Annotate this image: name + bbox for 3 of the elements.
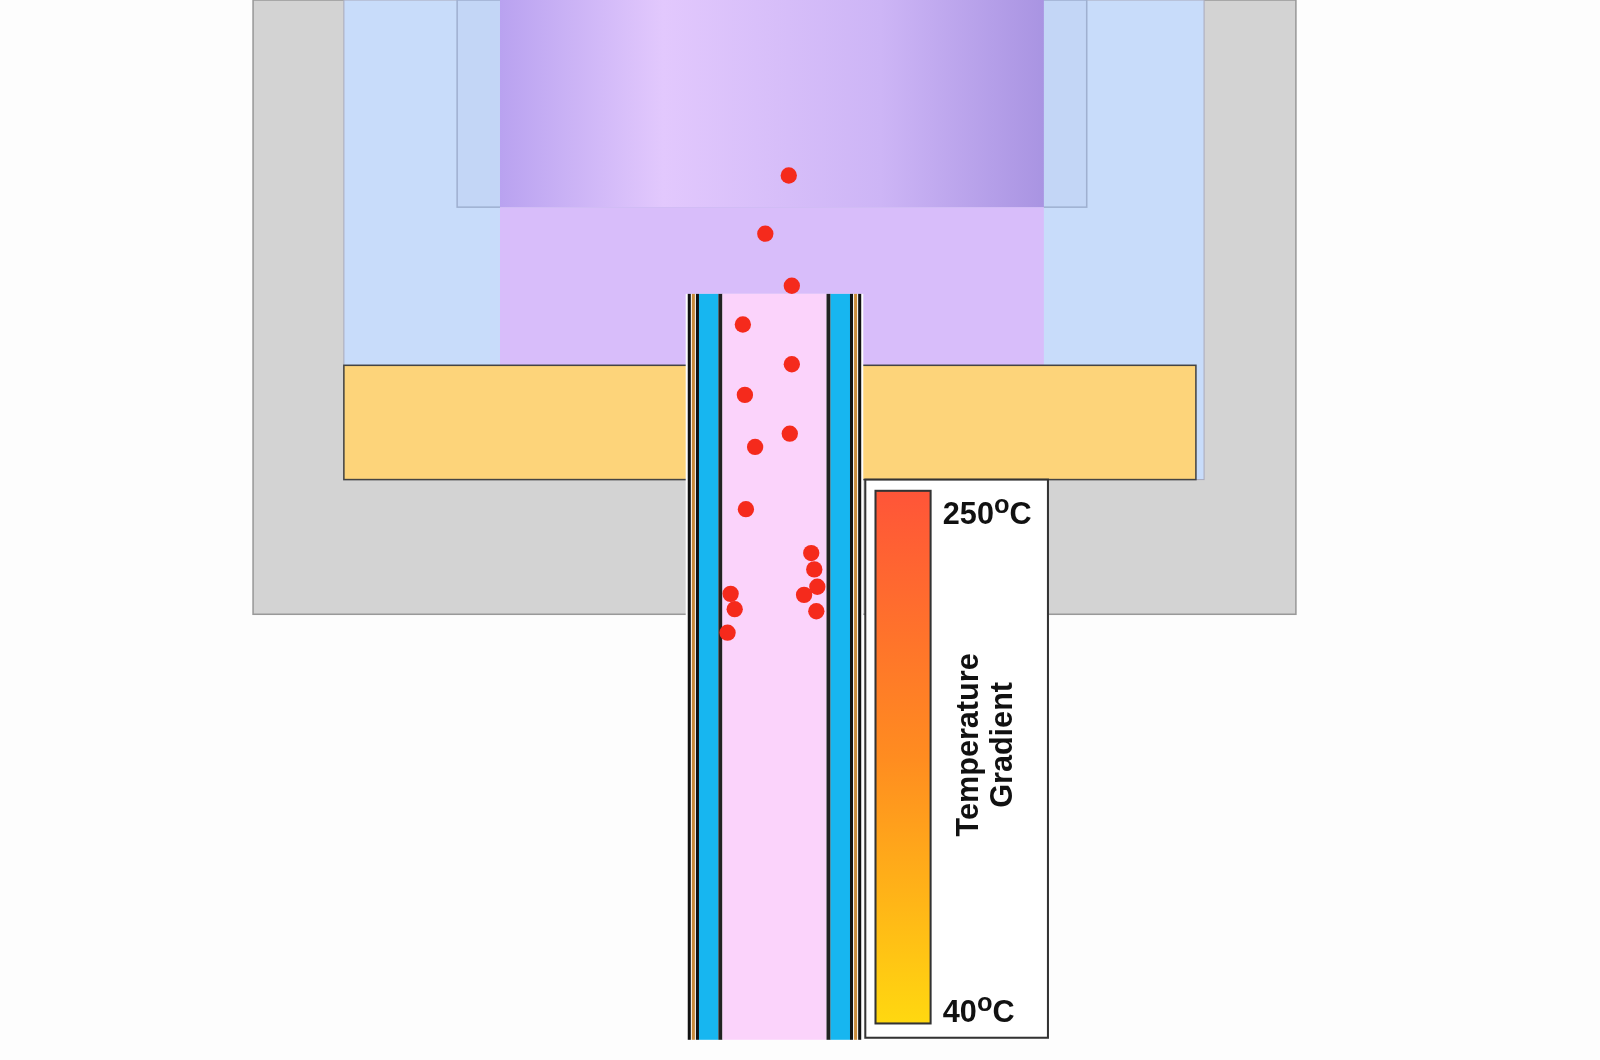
scale-max-label: 250$^{o}$C bbox=[942, 488, 1032, 532]
scale-min-label: 40$^{o}$C bbox=[942, 986, 1015, 1030]
scale-title: Temperature Gradient bbox=[950, 652, 1020, 839]
